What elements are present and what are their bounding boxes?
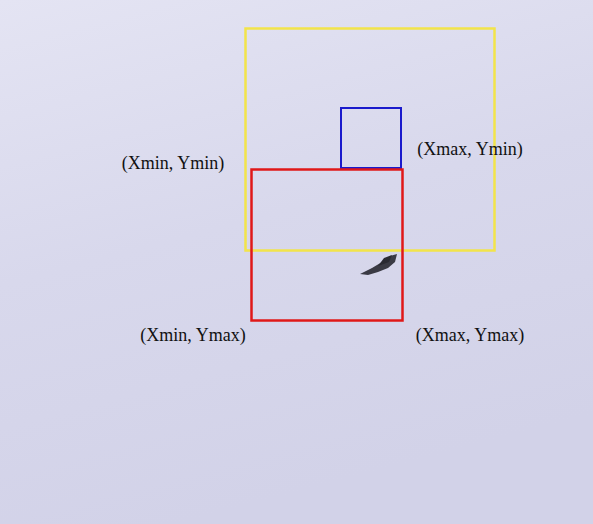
coordinate-label: (Xmin, Ymin)	[122, 153, 224, 175]
blue-box	[341, 108, 401, 168]
coordinate-label: (Xmax, Ymax)	[416, 325, 524, 347]
bird-wing	[378, 255, 392, 266]
red-box	[252, 170, 403, 321]
coordinate-label: (Xmin, Ymax)	[140, 325, 245, 347]
bird	[360, 254, 397, 275]
coordinate-label: (Xmax, Ymin)	[417, 139, 522, 161]
